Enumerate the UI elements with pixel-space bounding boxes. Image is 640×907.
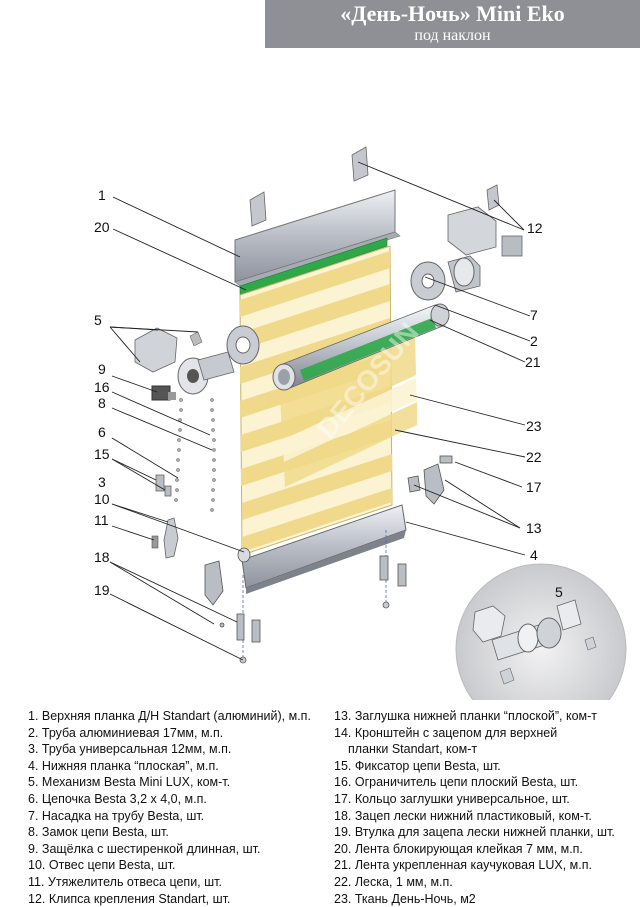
callout-19: 19 xyxy=(94,582,110,598)
legend-item: 2. Труба алюминиевая 17мм, м.п. xyxy=(28,725,224,740)
legend-item: 14. Кронштейн с зацепом для верхней xyxy=(334,725,558,740)
callout-21: 21 xyxy=(525,354,541,370)
fabric-extension xyxy=(280,330,417,487)
legend-item: 21. Лента укрепленная каучуковая LUX, м.… xyxy=(334,858,592,873)
legend-item: 9. Защёлка с шестиренкой длинная, шт. xyxy=(28,841,261,856)
legend-item: 15. Фиксатор цепи Besta, шт. xyxy=(334,758,501,773)
callout-3: 3 xyxy=(98,474,106,490)
legend-item: 1. Верхняя планка Д/Н Standart (алюминий… xyxy=(28,709,311,723)
callout-13: 13 xyxy=(526,520,542,536)
legend-right: 13. Заглушка нижней планки “плоской”, ко… xyxy=(334,708,634,907)
legend-item: 16. Ограничитель цепи плоский Besta, шт. xyxy=(334,775,579,790)
legend-item: 18. Зацеп лески нижний пластиковый, ком-… xyxy=(334,808,592,823)
callout-22: 22 xyxy=(526,449,542,465)
callout-6: 6 xyxy=(98,424,106,440)
callout-11: 11 xyxy=(94,512,109,528)
leader-lines xyxy=(109,161,531,661)
legend-item: 20. Лента блокирующая клейкая 7 мм, м.п. xyxy=(334,841,583,856)
legend-item: 11. Утяжелитель отвеса цепи, шт. xyxy=(28,874,222,889)
page-subtitle: под наклон xyxy=(414,27,491,44)
legend-item: 10. Отвес цепи Besta, шт. xyxy=(28,858,176,873)
callout-16: 16 xyxy=(94,379,110,395)
legend-item: 6. Цепочка Besta 3,2 х 4,0, м.п. xyxy=(28,791,207,806)
callout-23: 23 xyxy=(526,418,542,434)
callout-18: 18 xyxy=(94,549,110,565)
legend-item: 4. Нижняя планка “плоская”, м.п. xyxy=(28,758,219,773)
callout-20: 20 xyxy=(94,219,110,235)
callout-15: 15 xyxy=(94,446,110,462)
bottom-end-cap-left xyxy=(204,547,261,664)
blocking-tape xyxy=(239,237,388,296)
callout-4: 4 xyxy=(530,547,538,563)
callout-7: 7 xyxy=(530,307,538,323)
callout-10: 10 xyxy=(94,491,110,507)
legend-item: 12. Клипса крепления Standart, шт. xyxy=(28,891,231,906)
chain-weight xyxy=(151,517,179,559)
callout-5: 5 xyxy=(94,312,102,328)
tube xyxy=(272,303,450,391)
legend-item: 13. Заглушка нижней планки “плоской”, ко… xyxy=(334,709,598,723)
legend-left: 1. Верхняя планка Д/Н Standart (алюминий… xyxy=(28,708,328,907)
legend-item: 23. Ткань День-Ночь, м2 xyxy=(334,891,476,906)
callout-8: 8 xyxy=(98,395,106,411)
tube-end-cap xyxy=(410,255,481,301)
callout-inset-5: 5 xyxy=(555,584,563,600)
callout-9: 9 xyxy=(98,361,106,377)
page-title: «День-Ночь» Mini Eko xyxy=(340,1,565,26)
top-rail xyxy=(234,189,401,287)
legend-item: 8. Замок цепи Besta, шт. xyxy=(28,825,169,840)
legend-item: 19. Втулка для зацепа лески нижней планк… xyxy=(334,825,615,840)
legend-item: 17. Кольцо заглушки универсальное, шт. xyxy=(334,791,570,806)
callout-1: 1 xyxy=(98,187,106,203)
inset-detail-circle xyxy=(455,563,627,700)
besta-mechanism xyxy=(134,325,260,395)
callout-17: 17 xyxy=(526,479,542,495)
exploded-diagram: DECOSUN xyxy=(94,146,627,700)
legend-item: 7. Насадка на трубу Besta, шт. xyxy=(28,808,205,823)
latch-with-gear xyxy=(151,385,176,401)
legend-item: 22. Леска, 1 мм, м.п. xyxy=(334,874,453,889)
legend-item-continuation: планки Standart, ком-т xyxy=(348,742,478,757)
bracket-hook xyxy=(447,206,523,257)
header-banner: «День-Ночь» Mini Eko под наклон xyxy=(265,0,640,48)
callout-2: 2 xyxy=(530,333,538,349)
legend-item: 5. Механизм Besta Mini LUX, ком-т. xyxy=(28,775,231,790)
legend-item: 3. Труба универсальная 12мм, м.п. xyxy=(28,742,232,757)
bottom-rail xyxy=(241,504,407,594)
bead-chain xyxy=(174,398,216,512)
callout-labels: 1 20 12 7 2 21 5 9 16 8 6 15 10 11 18 19… xyxy=(94,187,563,600)
clip-standart xyxy=(249,146,500,227)
chain-fixer xyxy=(155,474,172,497)
callout-12: 12 xyxy=(527,220,543,236)
bottom-end-cap-right xyxy=(379,455,453,609)
